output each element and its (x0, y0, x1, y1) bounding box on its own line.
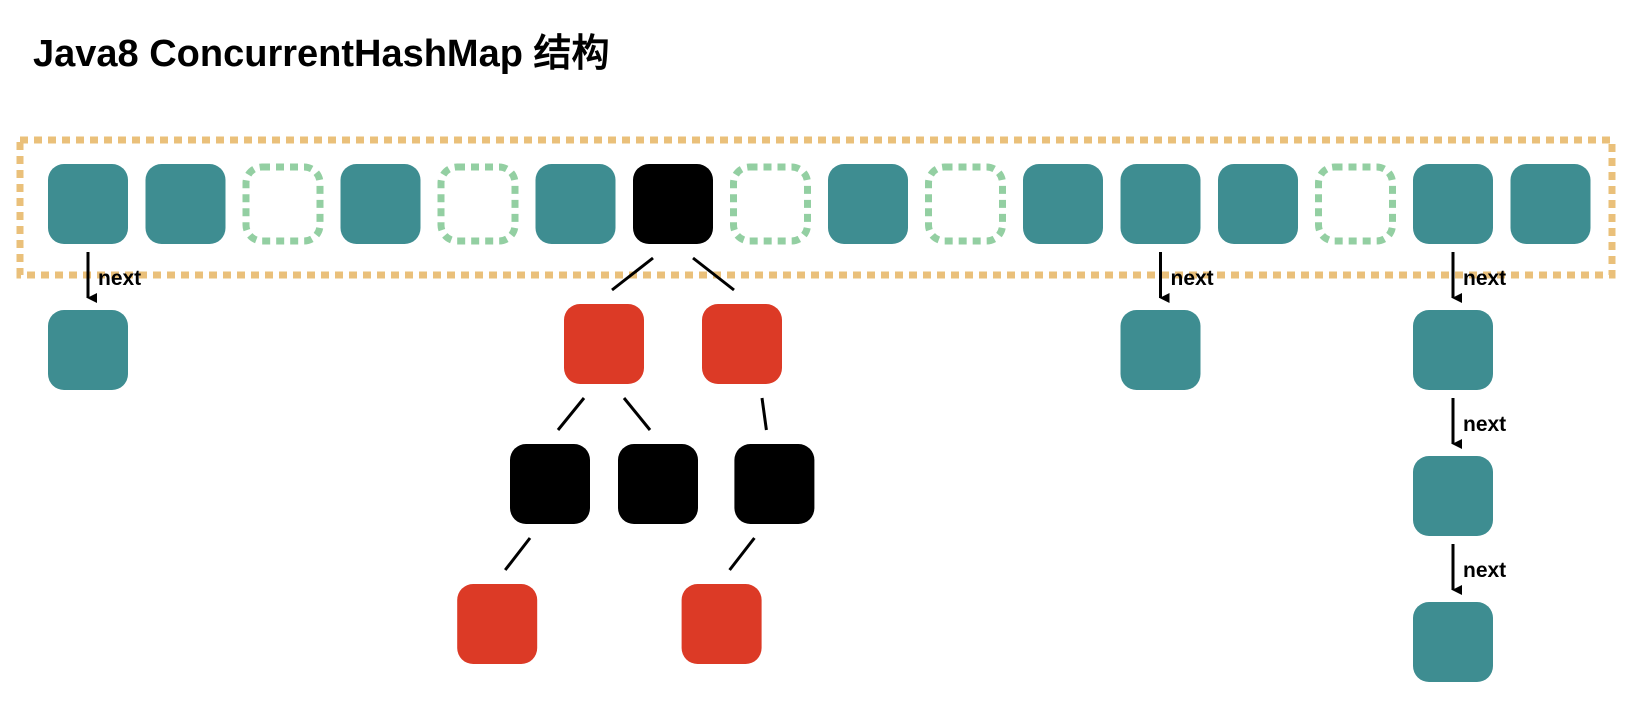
next-label: next (98, 267, 141, 290)
chain-node (1413, 602, 1493, 682)
tree-edge (760, 397, 768, 431)
black-tree-node (734, 444, 815, 524)
bucket-slot (48, 164, 128, 244)
next-label: next (1463, 413, 1506, 436)
bucket-slot (1023, 164, 1103, 244)
bucket-slot (145, 164, 226, 244)
chain-node (1413, 310, 1493, 390)
chain-node (1413, 456, 1493, 536)
red-tree-node (457, 584, 538, 664)
empty-bucket-slot (437, 163, 519, 245)
empty-bucket-slot (1315, 163, 1396, 245)
tree-edge (611, 256, 654, 292)
empty-bucket-slot (730, 163, 811, 245)
red-tree-node (681, 584, 762, 664)
next-label: next (1463, 559, 1506, 582)
chain-node (1120, 310, 1201, 390)
bucket-slot (1510, 164, 1591, 244)
empty-bucket-slot (925, 163, 1006, 245)
page-title: Java8 ConcurrentHashMap 结构 (33, 33, 610, 75)
tree-edge (504, 537, 532, 571)
link-lines: next next next next next (86, 252, 1506, 595)
tree-edge (692, 256, 735, 292)
bucket-slots (48, 163, 1591, 245)
bucket-slot (1413, 164, 1493, 244)
bucket-slot (828, 164, 908, 244)
bucket-array-frame (16, 136, 1616, 279)
red-tree-node (564, 304, 644, 384)
tree-edge (556, 397, 586, 431)
bucket-slot (1218, 164, 1298, 244)
tree-edge (622, 397, 652, 431)
red-tree-node (702, 304, 782, 384)
chain-node (48, 310, 128, 390)
tree-root-bucket-slot (633, 164, 713, 244)
next-label: next (1171, 267, 1214, 290)
next-label: next (1463, 267, 1506, 290)
empty-bucket-slot (242, 163, 324, 245)
tree-edge (728, 537, 756, 571)
bucket-slot (1120, 164, 1201, 244)
bucket-slot (535, 164, 616, 244)
bucket-slot (340, 164, 421, 244)
chain-and-tree-nodes (48, 304, 1493, 682)
black-tree-node (510, 444, 590, 524)
black-tree-node (618, 444, 698, 524)
